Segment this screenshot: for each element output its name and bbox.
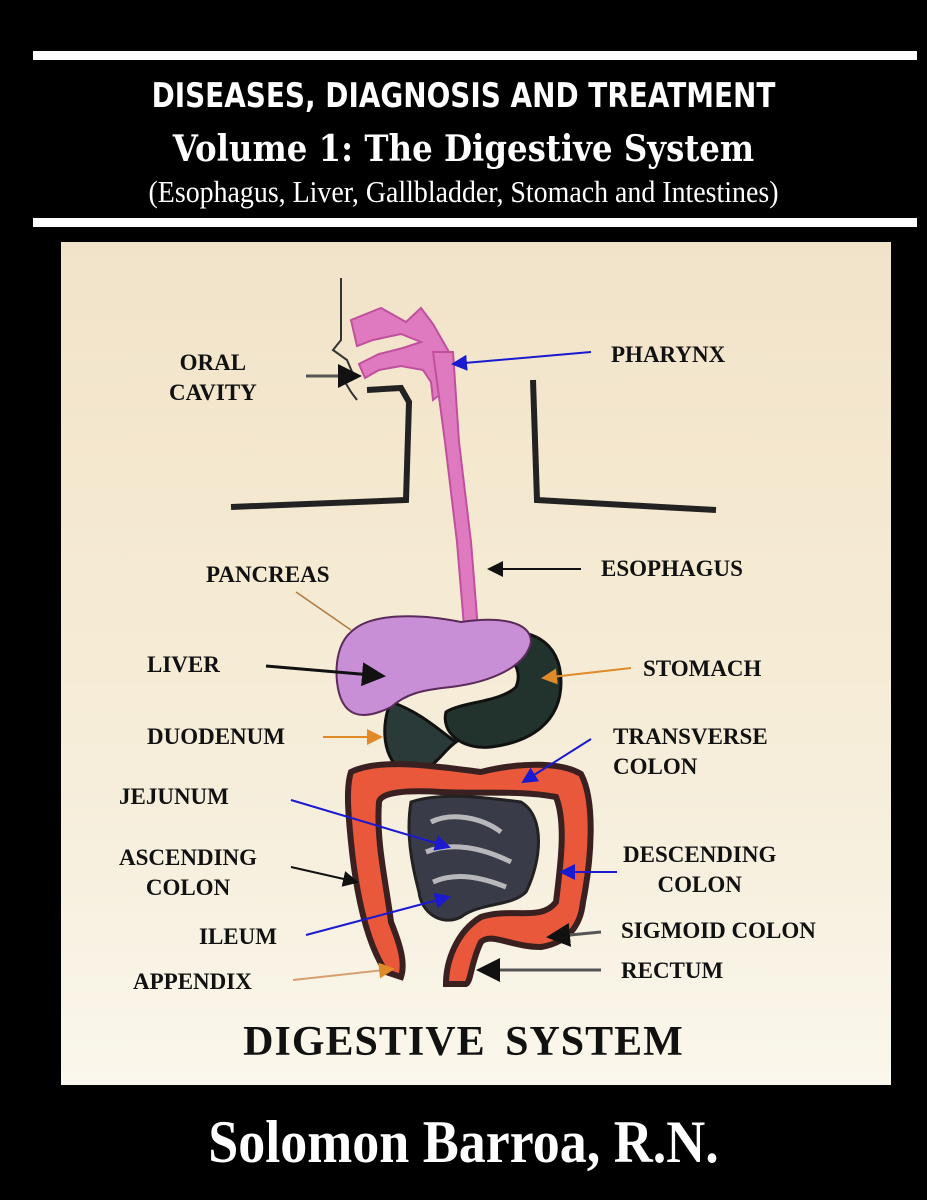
pancreas-pointer (295, 591, 352, 631)
face-profile-outline (331, 278, 358, 401)
author-name: Solomon Barroa, R.N. (208, 1109, 719, 1175)
bottom-divider-rule (33, 218, 917, 227)
colon-shape (344, 761, 594, 987)
label-oral-cavity-line1: ORAL (179, 350, 247, 375)
transverse-colon-arrow (521, 738, 592, 784)
label-duodenum: DUODENUM (147, 724, 285, 749)
label-stomach: STOMACH (643, 656, 762, 681)
digestive-system-illustration (230, 278, 717, 987)
label-oral-cavity-line2: CAVITY (169, 380, 257, 405)
label-ascending-colon: ASCENDING COLON (119, 843, 257, 903)
label-sigmoid-colon: SIGMOID COLON (621, 918, 816, 943)
small-intestine-shape (407, 794, 540, 922)
pharynx-arrow (451, 351, 592, 371)
label-descending-colon: DESCENDING COLON (623, 840, 776, 900)
label-pancreas: PANCREAS (206, 562, 330, 587)
label-liver: LIVER (147, 652, 220, 677)
liver-shape (335, 615, 533, 716)
liver-arrow (265, 662, 386, 687)
label-rectum: RECTUM (621, 958, 724, 983)
label-transverse-colon-line1: TRANSVERSE (613, 724, 768, 749)
ileum-arrow (305, 892, 451, 936)
label-ileum: ILEUM (199, 924, 277, 949)
esophagus-shape (431, 351, 493, 663)
pharynx-shape (349, 306, 455, 402)
label-jejunum: JEJUNUM (119, 784, 229, 809)
label-ascending-colon-line2: COLON (145, 875, 231, 900)
right-shoulder-outline (530, 379, 717, 513)
label-pharynx: PHARYNX (611, 342, 726, 367)
volume-title: Volume 1: The Digestive System (172, 128, 755, 170)
label-transverse-colon: TRANSVERSE COLON (613, 722, 768, 782)
ascending-colon-arrow (290, 866, 359, 887)
illustration-panel: ORAL CAVITY PHARYNX ESOPHAGUS PANCREAS L… (61, 242, 891, 1085)
label-ascending-colon-line1: ASCENDING (119, 845, 258, 870)
series-title: DISEASES, DIAGNOSIS AND TREATMENT (151, 76, 776, 116)
left-shoulder-outline (230, 384, 413, 510)
label-oral-cavity: ORAL CAVITY (169, 348, 257, 408)
appendix-arrow (292, 962, 395, 981)
label-transverse-colon-line2: COLON (613, 754, 698, 779)
jejunum-arrow (290, 799, 451, 851)
label-descending-colon-line2: COLON (657, 872, 742, 897)
illustration-caption: DIGESTIVE SYSTEM (243, 1019, 684, 1065)
sigmoid-colon-arrow (546, 923, 602, 947)
top-divider-rule (33, 51, 917, 60)
stomach-shape (443, 630, 563, 749)
label-esophagus: ESOPHAGUS (601, 556, 743, 581)
label-appendix: APPENDIX (133, 969, 252, 994)
stomach-arrow (541, 667, 632, 685)
label-descending-colon-line1: DESCENDING (623, 842, 777, 867)
subtitle: (Esophagus, Liver, Gallbladder, Stomach … (148, 174, 779, 209)
